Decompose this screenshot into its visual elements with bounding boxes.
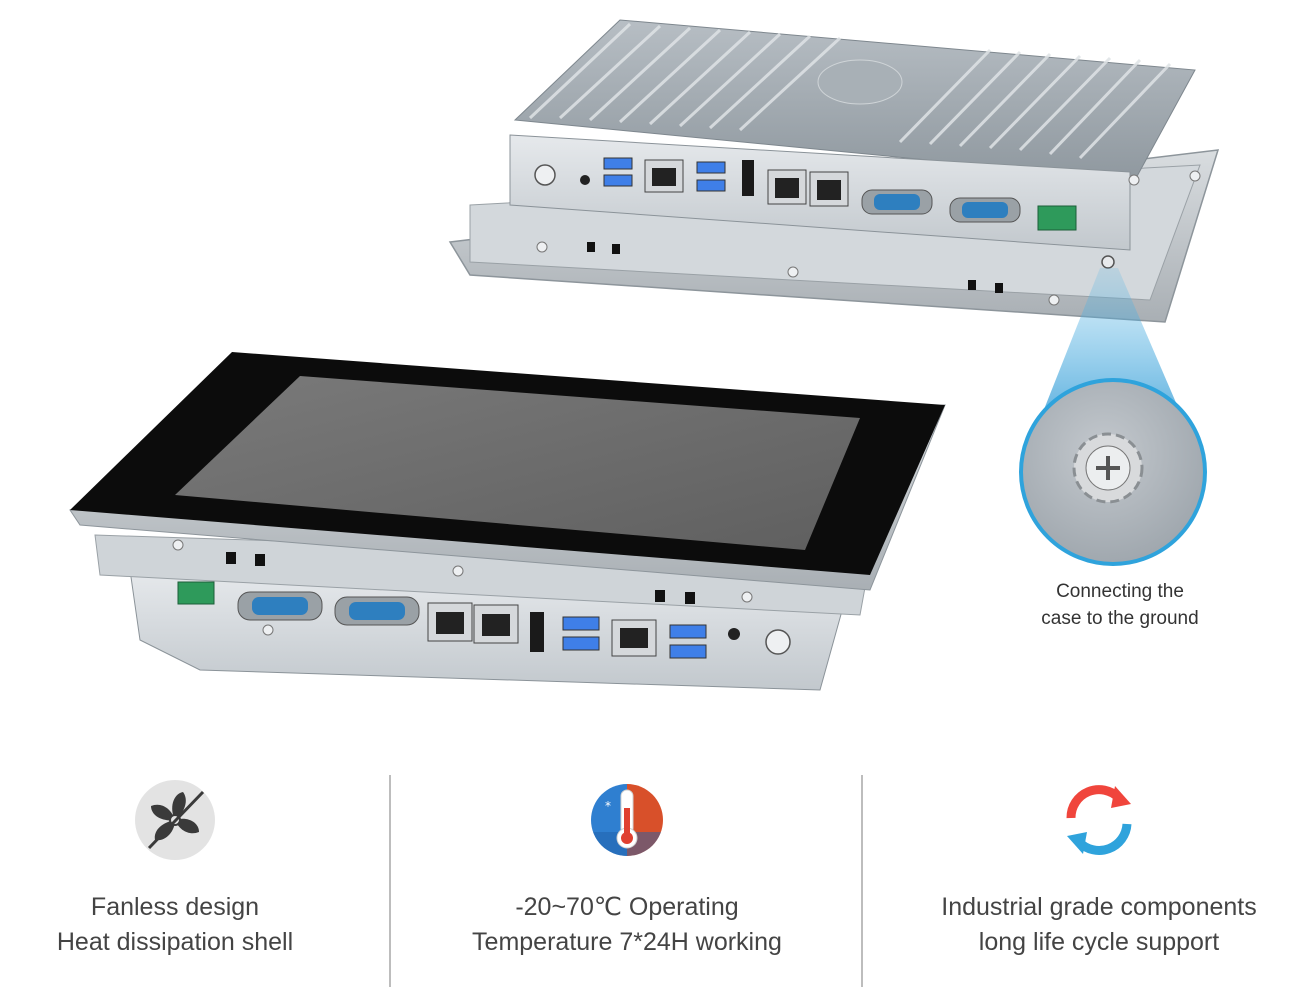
callout-line-2: case to the ground [1041, 608, 1199, 629]
feature-fanless-line-2: Heat dissipation shell [56, 928, 294, 956]
zoomed-ground-screw [1072, 432, 1144, 504]
rear-usb-ports [603, 157, 726, 192]
product-illustration [69, 19, 1220, 691]
rear-screws [536, 170, 1201, 306]
rear-power-button [534, 164, 556, 186]
feature-temperature: * -20~70℃ Operating Temperature 7*24H wo… [417, 770, 837, 960]
front-usb-ports [562, 616, 707, 659]
ground-callout [1019, 268, 1207, 566]
front-screws [172, 539, 753, 636]
heatsink-center-pad [817, 59, 903, 105]
ground-callout-caption: Connecting the case to the ground [1010, 578, 1230, 632]
rear-hdmi-port [742, 160, 754, 196]
front-com-ports [237, 591, 420, 626]
fan-icon [135, 780, 215, 860]
callout-line-1: Connecting the [1056, 581, 1184, 602]
front-screen [175, 376, 860, 550]
front-power-button [765, 629, 791, 655]
rear-power-terminal [1037, 205, 1077, 231]
heatsink-fins [528, 22, 1172, 160]
refresh-cycle-icon [1066, 785, 1132, 855]
ground-screw [1101, 255, 1115, 269]
feature-lifecycle-line-1: Industrial grade components [941, 893, 1257, 921]
feature-lifecycle-line-2: long life cycle support [978, 928, 1220, 956]
feature-divider-2 [861, 775, 863, 987]
rear-led [580, 175, 590, 185]
rear-view-unit [448, 19, 1220, 323]
thermometer-icon: * [591, 784, 663, 856]
front-led [728, 628, 740, 640]
rear-com-ports [861, 189, 1021, 223]
rear-vent-slots [587, 242, 1003, 293]
front-view-unit [69, 352, 946, 691]
front-hdmi-port [530, 612, 544, 652]
front-dual-lan [427, 602, 519, 644]
feature-fanless: Fanless design Heat dissipation shell [0, 770, 385, 960]
feature-lifecycle: Industrial grade components long life cy… [889, 770, 1307, 960]
feature-divider-1 [389, 775, 391, 987]
front-power-terminal [177, 581, 215, 605]
svg-text:*: * [605, 799, 611, 813]
front-vent-slots [226, 552, 695, 604]
rear-dual-lan [767, 169, 849, 207]
feature-temperature-line-1: -20~70℃ Operating [515, 893, 739, 921]
feature-fanless-line-1: Fanless design [90, 893, 260, 921]
feature-temperature-line-2: Temperature 7*24H working [472, 928, 782, 956]
